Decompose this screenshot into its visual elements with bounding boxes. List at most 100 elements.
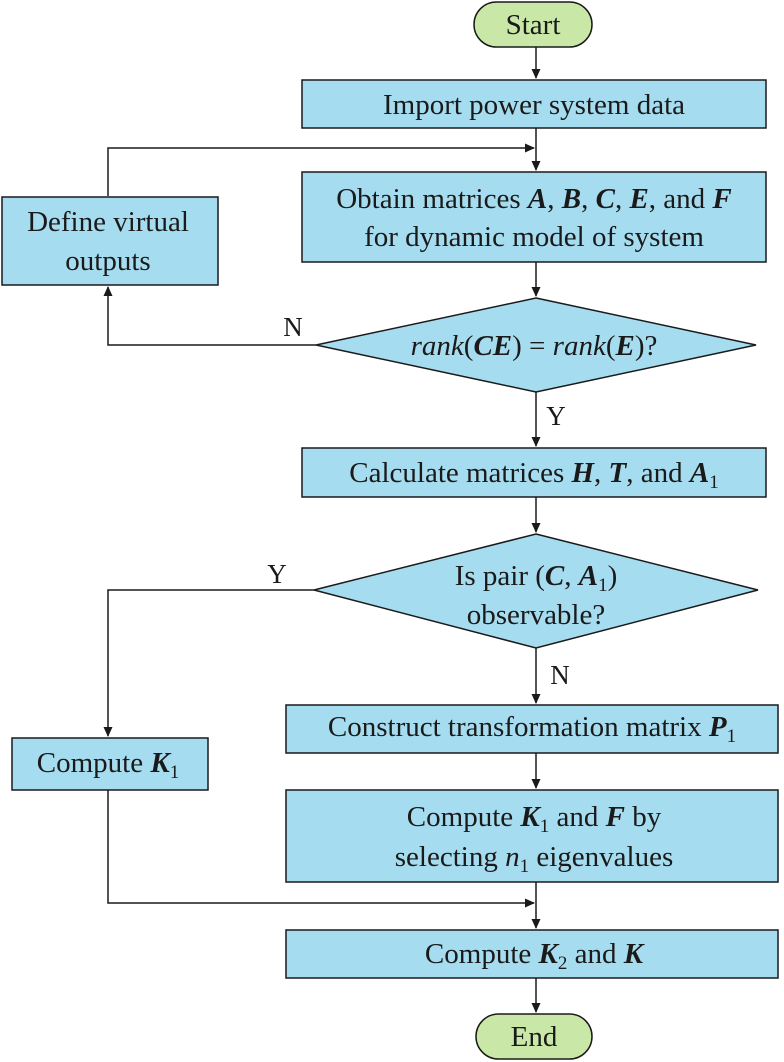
obtain-sep-2: , bbox=[581, 183, 596, 215]
pair-label-line1: Is pair (C, A1) bbox=[455, 560, 618, 596]
construct-sub-1: 1 bbox=[727, 726, 737, 747]
construct-text-1: Construct transformation matrix bbox=[328, 711, 709, 743]
node-pair-decision: Is pair (C, A1) observable? bbox=[313, 533, 759, 649]
obtain-label-line1: Obtain matrices A, B, C, E, and F bbox=[336, 183, 732, 215]
compute-k2-label: Compute K2 and K bbox=[425, 938, 645, 974]
rank-diamond-shape bbox=[315, 297, 757, 393]
obtain-matrix-f: F bbox=[711, 183, 731, 215]
edge-label-pair-yes: Y bbox=[267, 559, 287, 589]
node-compute-k2: Compute K2 and K bbox=[285, 929, 779, 979]
pair-matrix-a: A bbox=[577, 560, 598, 592]
import-label: Import power system data bbox=[383, 89, 685, 121]
calc-matrix-t: T bbox=[609, 457, 628, 489]
pair-sub-1: 1 bbox=[598, 575, 608, 596]
pair-label-line2: observable? bbox=[467, 599, 606, 631]
edge-computek1-merge bbox=[107, 790, 535, 908]
compute-k1f-sep-1: and bbox=[549, 801, 605, 833]
compute-k1-left-matrix-k: K bbox=[149, 747, 171, 779]
calc-sep-1: , bbox=[594, 457, 609, 489]
node-start: Start bbox=[473, 1, 593, 48]
calc-text-1: Calculate matrices bbox=[349, 457, 571, 489]
end-terminal-shape bbox=[475, 1013, 593, 1060]
obtain-matrix-e: E bbox=[628, 183, 648, 215]
node-define: Define virtual outputs bbox=[1, 196, 219, 286]
compute-k1f-line2-sub: 1 bbox=[520, 856, 530, 877]
pair-text-2: ) bbox=[608, 560, 618, 592]
obtain-matrix-c: C bbox=[596, 183, 616, 215]
rank-open-2: ( bbox=[606, 330, 616, 362]
edge-rank-no-define bbox=[103, 286, 316, 346]
obtain-box-shape bbox=[301, 171, 767, 263]
start-terminal-shape bbox=[473, 1, 593, 48]
pair-sep: , bbox=[564, 560, 579, 592]
obtain-sep-4: , and bbox=[649, 183, 713, 215]
edge-label-rank-yes: Y bbox=[546, 401, 566, 431]
calc-sub-1: 1 bbox=[709, 472, 719, 493]
import-box-shape bbox=[301, 79, 767, 129]
calc-box-shape bbox=[301, 447, 767, 498]
compute-k1-left-text: Compute bbox=[37, 747, 151, 779]
calc-label: Calculate matrices H, T, and A1 bbox=[349, 457, 718, 493]
obtain-label-line2: for dynamic model of system bbox=[364, 221, 704, 253]
calc-matrix-a: A bbox=[688, 457, 709, 489]
rank-fn-2: rank bbox=[553, 330, 607, 362]
end-label: End bbox=[511, 1021, 558, 1053]
node-compute-k1-left: Compute K1 bbox=[11, 737, 209, 791]
obtain-matrix-b: B bbox=[561, 183, 581, 215]
compute-k1-left-sub: 1 bbox=[170, 762, 180, 783]
compute-k1f-matrix-f: F bbox=[605, 801, 625, 833]
compute-k1f-sub-1: 1 bbox=[540, 816, 550, 837]
compute-k2-box-shape bbox=[285, 929, 779, 979]
rank-label: rank(CE) = rank(E)? bbox=[411, 330, 658, 362]
construct-box-shape bbox=[285, 704, 779, 754]
node-rank-decision: rank(CE) = rank(E)? bbox=[315, 297, 757, 393]
compute-k2-text-1: Compute bbox=[425, 938, 539, 970]
node-end: End bbox=[475, 1013, 593, 1060]
edge-label-rank-no: N bbox=[283, 312, 303, 342]
pair-diamond-shape bbox=[313, 533, 759, 649]
edge-pair-yes-computek1 bbox=[103, 589, 314, 737]
compute-k1f-line2-n: n bbox=[505, 841, 520, 873]
compute-k1f-line2-text-1: selecting bbox=[395, 841, 505, 873]
compute-k1f-text-1: Compute bbox=[407, 801, 521, 833]
compute-k2-matrix-k: K bbox=[623, 938, 645, 970]
node-construct: Construct transformation matrix P1 bbox=[285, 704, 779, 754]
compute-k1-left-box-shape bbox=[11, 737, 209, 791]
calc-sep-2: , and bbox=[626, 457, 690, 489]
node-obtain: Obtain matrices A, B, C, E, and F for dy… bbox=[301, 171, 767, 263]
compute-k2-sep: and bbox=[567, 938, 623, 970]
construct-label: Construct transformation matrix P1 bbox=[328, 711, 736, 747]
pair-matrix-c: C bbox=[545, 560, 565, 592]
node-calc: Calculate matrices H, T, and A1 bbox=[301, 447, 767, 498]
node-import: Import power system data bbox=[301, 79, 767, 129]
rank-open-1: ( bbox=[464, 330, 474, 362]
compute-k1f-sep-2: by bbox=[625, 801, 662, 833]
compute-k2-sub: 2 bbox=[558, 953, 568, 974]
rank-matrix-ce: CE bbox=[473, 330, 512, 362]
pair-text-1: Is pair ( bbox=[455, 560, 545, 592]
start-label: Start bbox=[506, 9, 561, 41]
construct-matrix-p: P bbox=[708, 711, 727, 743]
compute-k1f-label-line2: selecting n1 eigenvalues bbox=[395, 841, 673, 877]
compute-k1f-line2-text-2: eigenvalues bbox=[529, 841, 673, 873]
edge-label-pair-no: N bbox=[550, 660, 570, 690]
obtain-sep-1: , bbox=[547, 183, 562, 215]
rank-fn-1: rank bbox=[411, 330, 465, 362]
obtain-sep-3: , bbox=[615, 183, 630, 215]
rank-close: )? bbox=[635, 330, 658, 362]
calc-matrix-h: H bbox=[570, 457, 595, 489]
rank-eq: ) = bbox=[512, 330, 553, 362]
obtain-text-1: Obtain matrices bbox=[336, 183, 528, 215]
obtain-matrix-a: A bbox=[526, 183, 547, 215]
node-compute-k1f: Compute K1 and F by selecting n1 eigenva… bbox=[285, 789, 779, 883]
compute-k1f-box-shape bbox=[285, 789, 779, 883]
compute-k2-matrix-k2: K bbox=[538, 938, 560, 970]
compute-k1f-label-line1: Compute K1 and F by bbox=[407, 801, 662, 837]
rank-matrix-e: E bbox=[615, 330, 635, 362]
define-label-line1: Define virtual bbox=[27, 206, 189, 238]
define-box-shape bbox=[1, 196, 219, 286]
edge-define-loop-obtain bbox=[107, 143, 535, 196]
compute-k1-left-label: Compute K1 bbox=[37, 747, 179, 783]
define-label-line2: outputs bbox=[65, 245, 150, 277]
